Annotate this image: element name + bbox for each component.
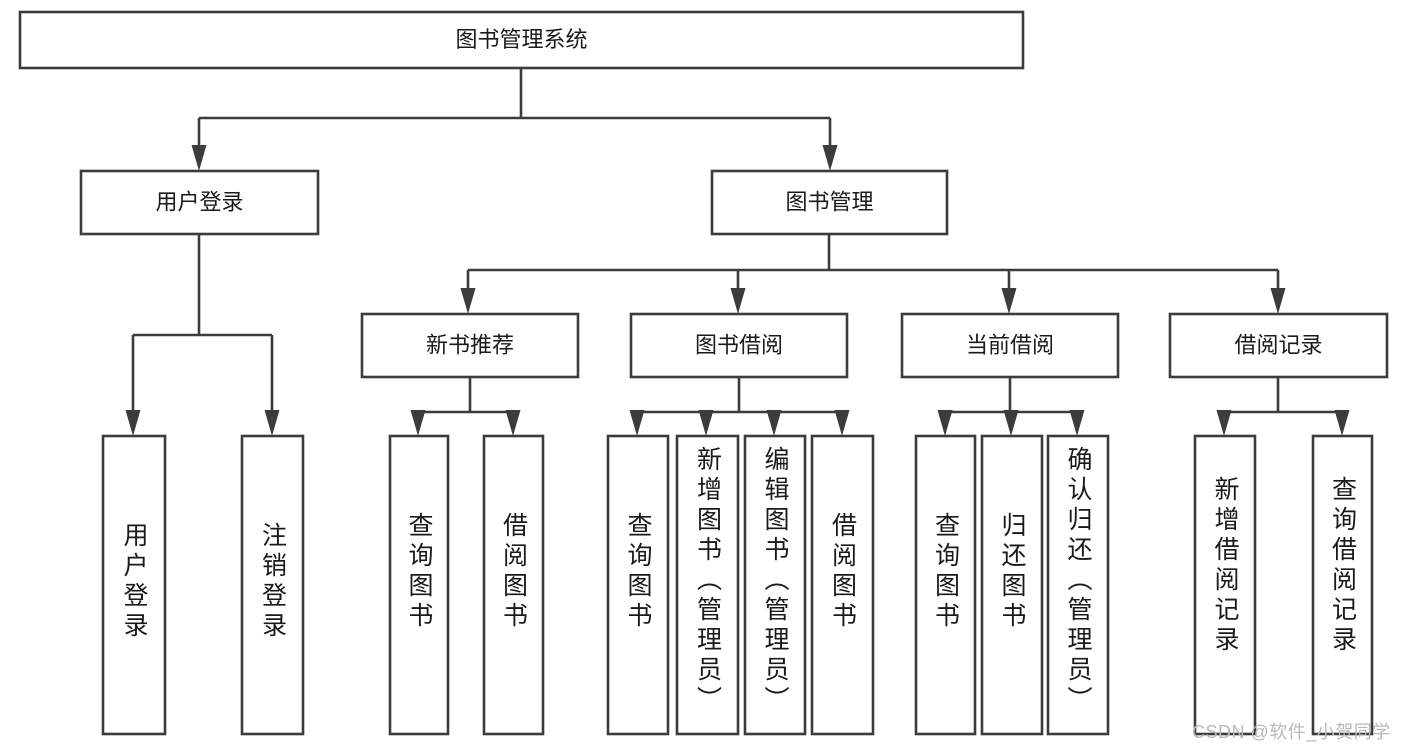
level2-box-book-borrow[interactable]	[629, 312, 849, 379]
root-box-root[interactable]	[18, 10, 1025, 70]
level2-box-borrow-record[interactable]	[1168, 312, 1389, 379]
connector-c-userlogin-to-leaves	[125, 234, 280, 436]
level2-label-current-borrow: 当前借阅	[966, 332, 1054, 357]
leaf-box-leaf-query-record[interactable]	[1311, 434, 1374, 736]
arrow-head-icon	[766, 410, 782, 436]
level1-box-book-manage[interactable]	[710, 169, 949, 236]
level1-label-user-login: 用户登录	[155, 189, 243, 214]
leaf-box-leaf-add-book[interactable]	[675, 434, 740, 736]
level2-box-new-book-rec[interactable]	[360, 312, 580, 379]
connector-c-root-to-level1	[191, 68, 838, 171]
arrow-head-icon	[1270, 288, 1286, 314]
leaf-box-leaf-return-book[interactable]	[980, 434, 1044, 736]
arrow-head-icon	[1001, 288, 1017, 314]
arrow-head-icon	[1003, 410, 1019, 436]
arrow-head-icon	[125, 410, 141, 436]
connector-c-borrowrecord-to-leaves	[1216, 377, 1350, 436]
arrow-head-icon	[410, 410, 426, 436]
arrow-head-icon	[191, 145, 207, 171]
leaf-box-leaf-query-book-3[interactable]	[914, 434, 977, 736]
level2-label-new-book-rec: 新书推荐	[426, 332, 514, 357]
arrow-head-icon	[1216, 410, 1232, 436]
leaf-box-leaf-add-record[interactable]	[1193, 434, 1257, 736]
arrow-head-icon	[822, 145, 838, 171]
leaf-box-leaf-user-login[interactable]	[101, 434, 167, 736]
leaf-box-leaf-query-book-2[interactable]	[606, 434, 670, 736]
leaf-box-leaf-confirm-return[interactable]	[1046, 434, 1110, 736]
leaf-box-leaf-query-book-1[interactable]	[388, 434, 450, 736]
level1-box-user-login[interactable]	[79, 169, 320, 236]
arrow-head-icon	[505, 410, 521, 436]
arrow-head-icon	[1334, 410, 1350, 436]
arrow-head-icon	[460, 288, 476, 314]
level2-box-current-borrow[interactable]	[900, 312, 1120, 379]
level2-label-borrow-record: 借阅记录	[1234, 332, 1322, 357]
leaf-box-leaf-edit-book[interactable]	[743, 434, 807, 736]
connector-c-bookmanage-to-level2	[460, 234, 1286, 314]
boxes-layer	[18, 10, 1389, 736]
arrow-head-icon	[264, 410, 280, 436]
leaf-box-leaf-borrow-book-1[interactable]	[482, 434, 545, 736]
arrow-head-icon	[1069, 410, 1085, 436]
leaf-box-leaf-borrow-book-2[interactable]	[810, 434, 875, 736]
connector-c-currentborrow-to-leaves	[937, 377, 1085, 436]
arrow-head-icon	[937, 410, 953, 436]
leaf-box-leaf-logout[interactable]	[240, 434, 305, 736]
connector-c-bookborrow-to-leaves	[629, 377, 850, 436]
root-label-root: 图书管理系统	[455, 27, 587, 52]
arrow-head-icon	[698, 410, 714, 436]
connector-c-newbook-to-leaves	[410, 377, 521, 436]
csdn-watermark: CSDN @软件_小贺同学	[1192, 722, 1391, 742]
level2-label-book-borrow: 图书借阅	[695, 332, 783, 357]
arrow-head-icon	[834, 410, 850, 436]
arrow-head-icon	[730, 288, 746, 314]
connectors-layer	[125, 68, 1350, 436]
level1-label-book-manage: 图书管理	[785, 189, 873, 214]
arrow-head-icon	[629, 410, 645, 436]
